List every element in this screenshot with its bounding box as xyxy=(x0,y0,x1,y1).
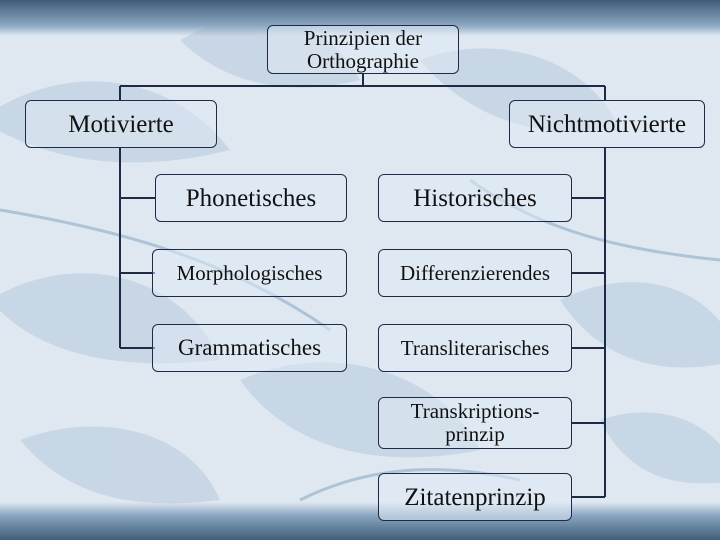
root-node: Prinzipien der Orthographie xyxy=(267,25,459,74)
right-item-zitatenprinzip: Zitatenprinzip xyxy=(378,473,572,521)
branch-motivierte: Motivierte xyxy=(25,100,217,148)
branch-nichtmotivierte: Nichtmotivierte xyxy=(509,100,705,148)
right-item-differenzierendes: Differenzierendes xyxy=(378,249,572,297)
right-item-transkriptionsprinzip: Transkriptions- prinzip xyxy=(378,397,572,449)
left-item-morphologisches: Morphologisches xyxy=(152,249,347,297)
left-item-grammatisches: Grammatisches xyxy=(152,324,347,372)
right-item-transliterarisches: Transliterarisches xyxy=(378,324,572,372)
left-item-phonetisches: Phonetisches xyxy=(155,174,347,222)
bottom-band xyxy=(0,502,720,540)
right-item-historisches: Historisches xyxy=(378,174,572,222)
